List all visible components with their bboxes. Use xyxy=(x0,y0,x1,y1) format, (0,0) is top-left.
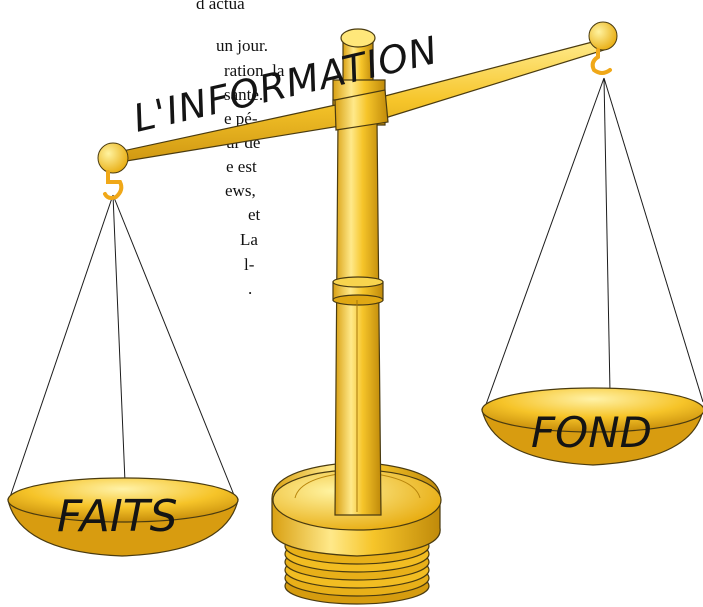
left-pan xyxy=(7,477,239,557)
scale-beam xyxy=(117,39,605,163)
text-fragment: et xyxy=(248,205,261,224)
right-pan-strings xyxy=(483,77,703,411)
text-fragment: ews, xyxy=(225,181,256,200)
text-fragment: e est xyxy=(226,157,257,176)
text-fragment: un jour. xyxy=(216,36,268,55)
text-fragment: e pé- xyxy=(224,109,258,128)
text-fragment: sante. xyxy=(224,85,264,104)
left-pan-label: FAITS xyxy=(57,491,178,542)
text-fragment: l- xyxy=(244,255,255,274)
right-pan xyxy=(481,387,703,466)
text-fragment: La xyxy=(240,230,258,249)
right-pan-label: FOND xyxy=(531,408,652,457)
right-hook xyxy=(588,21,618,75)
scale-base xyxy=(271,461,442,605)
text-fragment: d actua xyxy=(196,0,245,13)
text-fragment: ration, la xyxy=(224,61,285,80)
text-fragment: . xyxy=(248,279,253,298)
left-pan-strings xyxy=(8,194,237,501)
left-hook xyxy=(97,142,129,200)
